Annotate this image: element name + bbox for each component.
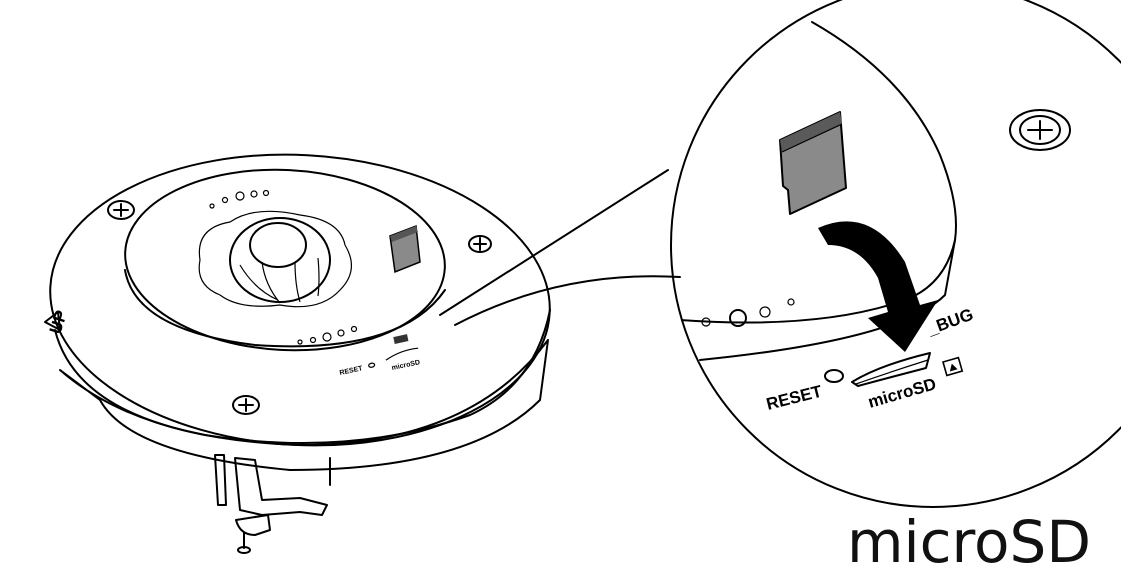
screw-icon: [469, 236, 491, 252]
camera-device: UP RESET microSD: [43, 142, 557, 553]
microsd-card-icon: [390, 226, 420, 272]
svg-text:microSD: microSD: [391, 359, 421, 372]
device-slot-area: RESET microSD: [335, 333, 422, 383]
callout-connector: [440, 170, 680, 325]
zoom-callout: RESET microSD _BUG: [671, 0, 1121, 507]
led-dots-top: [210, 191, 269, 209]
reset-button-hole: [825, 370, 843, 382]
screw-icon: [233, 396, 259, 414]
screw-icon: [108, 201, 134, 219]
caption-text: microSD: [847, 513, 1091, 571]
sensor-dome: [199, 211, 351, 306]
svg-text:RESET: RESET: [339, 365, 364, 377]
arrow-down-icon: [818, 221, 938, 352]
device-skirt: [60, 340, 548, 470]
reset-label: RESET: [764, 382, 824, 414]
triangle-up-icon: [943, 358, 962, 376]
led-dots-zoom: [678, 299, 795, 329]
screw-icon: [1010, 110, 1070, 150]
microsd-card-icon: [780, 112, 846, 214]
